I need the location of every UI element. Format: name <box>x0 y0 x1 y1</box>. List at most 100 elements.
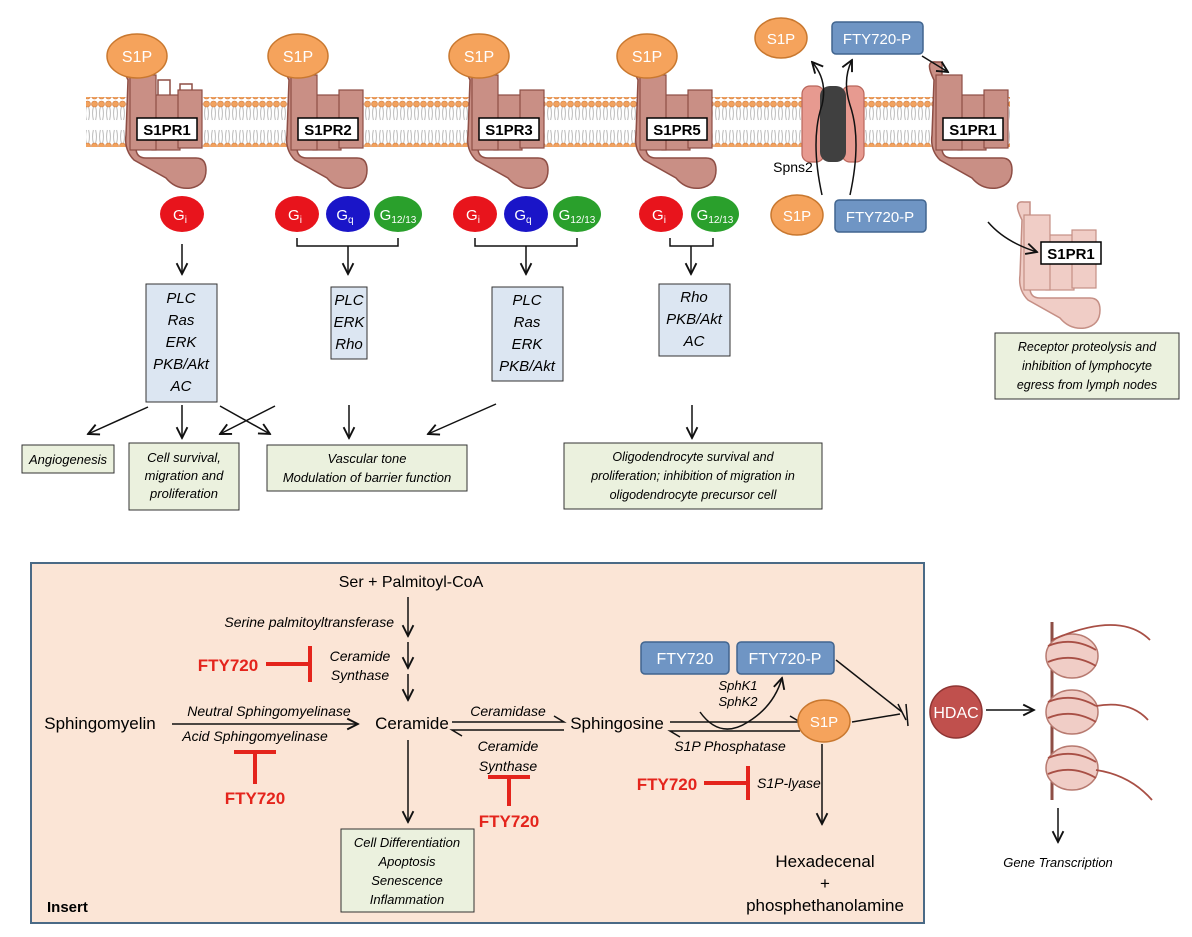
svg-text:S1P: S1P <box>283 49 313 66</box>
sphingomyelin: Sphingomyelin <box>44 714 156 733</box>
svg-text:S1P: S1P <box>464 49 494 66</box>
fty720-inhibitor-label: FTY720 <box>225 789 285 808</box>
transport-arrows <box>812 55 1037 252</box>
svg-text:Gq: Gq <box>336 207 353 226</box>
outcome-angiogenesis: Angiogenesis <box>21 444 115 474</box>
receptor-label-s1pr5: S1PR5 <box>653 122 701 139</box>
g-protein-gi: Gi <box>160 196 204 232</box>
svg-text:G12/13: G12/13 <box>380 207 417 226</box>
g-protein-g1213: G12/13 <box>691 196 739 232</box>
svg-text:S1P: S1P <box>810 714 838 731</box>
outcome-arrows <box>88 403 692 438</box>
svg-text:Gi: Gi <box>173 207 187 226</box>
serine-palmitoyltransferase: Serine palmitoyltransferase <box>224 614 394 630</box>
s1p-ligand: S1P <box>616 33 678 79</box>
s1p-phosphatase: S1P Phosphatase <box>674 738 786 754</box>
inhibitor-bar <box>704 766 750 800</box>
inhibitor-bar <box>488 775 530 806</box>
s1p-ligand: S1P <box>106 33 168 79</box>
svg-text:FTY720-P: FTY720-P <box>843 31 911 48</box>
g-protein-gi: Gi <box>453 196 497 232</box>
svg-text:Gi: Gi <box>466 207 480 226</box>
insert-label: Insert <box>47 899 88 916</box>
receptor-s1pr1-internalized <box>1016 201 1101 330</box>
inhibitor-bar <box>266 646 312 682</box>
g-protein-g1213: G12/13 <box>374 196 422 232</box>
g-protein-gi: Gi <box>639 196 683 232</box>
svg-text:S1P: S1P <box>632 49 662 66</box>
svg-text:Gi: Gi <box>288 207 302 226</box>
degradation-products: Hexadecenal+phosphethanolamine <box>746 852 904 915</box>
svg-text:S1P: S1P <box>783 208 811 225</box>
svg-text:Gq: Gq <box>514 207 531 226</box>
svg-text:FTY720-P: FTY720-P <box>749 651 822 668</box>
receptor-label-s1pr1: S1PR1 <box>143 122 191 139</box>
fty720-inhibitor-label: FTY720 <box>198 656 258 675</box>
ser-palmitoyl-coa: Ser + Palmitoyl-CoA <box>339 574 484 591</box>
receptor-label-s1pr2: S1PR2 <box>304 122 352 139</box>
chromatin-icon <box>1045 622 1153 801</box>
gprotein-connectors <box>182 238 714 274</box>
spns2-label: Spns2 <box>773 159 813 175</box>
spns2-transporter <box>801 85 865 163</box>
svg-text:HDAC: HDAC <box>933 705 978 722</box>
insert-panel <box>30 562 925 924</box>
fty720-inhibitor-label: FTY720 <box>479 812 539 831</box>
g-protein-g1213: G12/13 <box>553 196 601 232</box>
receptor-label-s1pr3: S1PR3 <box>485 122 533 139</box>
svg-text:FTY720: FTY720 <box>657 651 714 668</box>
g-protein-gq: Gq <box>326 196 370 232</box>
ceramide: Ceramide <box>375 714 449 733</box>
ceramidase: Ceramidase <box>470 703 546 719</box>
fty720p-box: FTY720-P <box>736 641 835 675</box>
svg-text:Gi: Gi <box>652 207 666 226</box>
s1p-lyase: S1P-lyase <box>757 775 821 791</box>
fty720p-box-intracellular: FTY720-P <box>834 199 927 233</box>
acid-sphingomyelinase: Acid Sphingomyelinase <box>181 728 328 744</box>
hdac-node: HDAC <box>929 685 983 739</box>
svg-text:S1P: S1P <box>767 31 795 48</box>
receptor-label-s1pr1-internalized: S1PR1 <box>1047 246 1095 263</box>
sphingosine: Sphingosine <box>570 714 664 733</box>
fty720-inhibitor-label: FTY720 <box>637 775 697 794</box>
fty720p-box-exported: FTY720-P <box>831 21 924 55</box>
svg-text:G12/13: G12/13 <box>559 207 596 226</box>
s1p-ligand-exported: S1P <box>754 17 808 59</box>
s1p-node: S1P <box>797 699 851 743</box>
s1p-ligand: S1P <box>448 33 510 79</box>
neutral-sphingomyelinase: Neutral Sphingomyelinase <box>187 703 351 719</box>
svg-text:Angiogenesis: Angiogenesis <box>28 452 108 467</box>
g-protein-gi: Gi <box>275 196 319 232</box>
cell-membrane <box>86 97 1010 147</box>
inhibitor-bar <box>234 750 276 784</box>
ceramidase-arrows <box>449 715 567 737</box>
s1p-ligand: S1P <box>267 33 329 79</box>
gene-transcription: Gene Transcription <box>1003 855 1113 870</box>
hdac-inhibition-lines <box>835 659 909 727</box>
s1p-ligand-intracellular: S1P <box>770 194 824 236</box>
fty720-box: FTY720 <box>640 641 730 675</box>
svg-text:FTY720-P: FTY720-P <box>846 209 914 226</box>
